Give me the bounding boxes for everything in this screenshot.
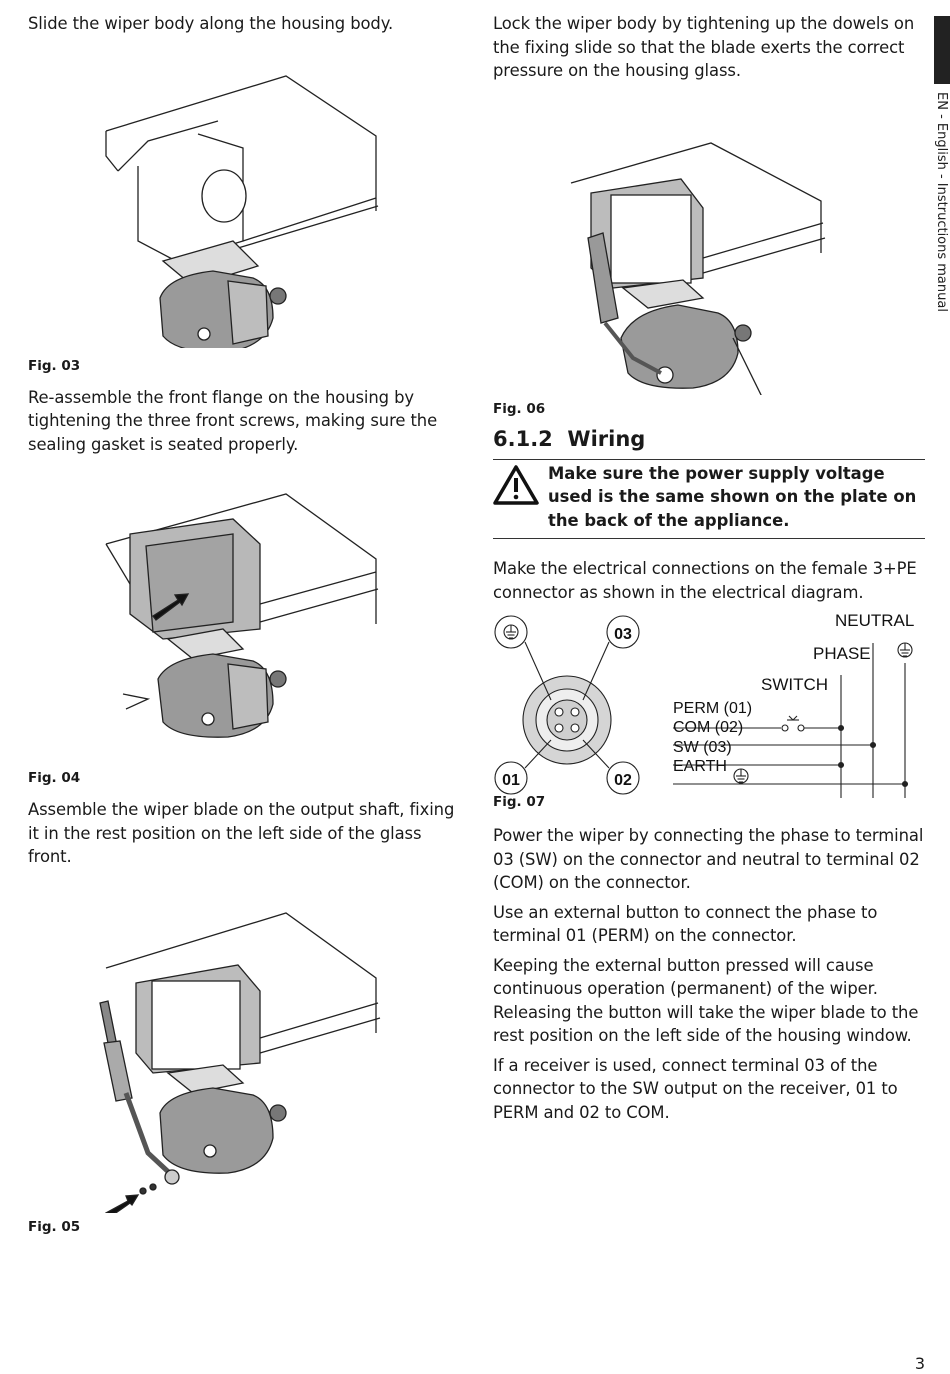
warning-triangle-icon: [493, 464, 539, 505]
neutral-label: NEUTRAL: [835, 611, 914, 630]
paragraph-electrical-connections: Make the electrical connections on the f…: [493, 559, 917, 602]
paragraph-reassemble-flange: Re-assemble the front flange on the hous…: [28, 387, 438, 454]
paragraph-slide-wiper: Slide the wiper body along the housing b…: [28, 14, 394, 33]
figure-06: [493, 83, 925, 395]
right-column: Lock the wiper body by tightening up the…: [493, 12, 925, 1124]
figure-03-caption: Fig. 03: [28, 357, 81, 374]
com-label: COM (02): [673, 719, 743, 736]
phase-label: PHASE: [813, 644, 871, 663]
figure-04: [28, 464, 468, 774]
front-flange-illustration: [105, 493, 379, 738]
section-number: 6.1.2: [493, 426, 553, 451]
perm-label: PERM (01): [673, 700, 752, 717]
warning-box: Make sure the power supply voltage used …: [493, 458, 925, 539]
earth-label: EARTH: [673, 758, 727, 775]
paragraph-assemble-blade: Assemble the wiper blade on the output s…: [28, 800, 455, 866]
housing-wiper-illustration: [105, 74, 379, 348]
locked-wiper-illustration: [570, 141, 826, 395]
wiring-diagram: 03 01 02 NEUTRAL PHASE SWITCH PERM (01) …: [494, 611, 914, 798]
wiper-blade-illustration: [99, 911, 381, 1213]
paragraph-lock-wiper: Lock the wiper body by tightening up the…: [493, 14, 915, 80]
paragraph-power-wiper: Power the wiper by connecting the phase …: [493, 826, 924, 892]
figure-05: [28, 873, 468, 1213]
switch-label: SWITCH: [761, 675, 828, 694]
page-number: 3: [914, 1354, 925, 1373]
side-language-label: EN - English - Instructions manual: [934, 92, 949, 312]
figure-04-caption: Fig. 04: [28, 770, 81, 786]
figure-03: [28, 36, 468, 348]
pin-03-label: 03: [614, 626, 632, 643]
figure-07-caption: Fig. 07: [493, 794, 546, 810]
figure-05-caption: Fig. 05: [28, 1218, 81, 1235]
figure-07-diagram: 03 01 02 NEUTRAL PHASE SWITCH PERM (01) …: [493, 608, 925, 798]
sw-label: SW (03): [673, 739, 732, 756]
paragraph-continuous-operation: Keeping the external button pressed will…: [493, 955, 919, 1046]
paragraph-external-button: Use an external button to connect the ph…: [493, 902, 878, 946]
paragraph-receiver: If a receiver is used, connect terminal …: [493, 1055, 898, 1122]
section-title: Wiring: [567, 426, 646, 451]
left-column: Slide the wiper body along the housing b…: [28, 12, 468, 1235]
warning-text: Make sure the power supply voltage used …: [548, 463, 917, 530]
pin-02-label: 02: [614, 772, 632, 789]
section-heading-wiring: 6.1.2 Wiring: [493, 427, 925, 451]
figure-06-caption: Fig. 06: [493, 400, 546, 417]
pin-01-label: 01: [502, 772, 520, 789]
section-tab-marker: [934, 16, 950, 84]
